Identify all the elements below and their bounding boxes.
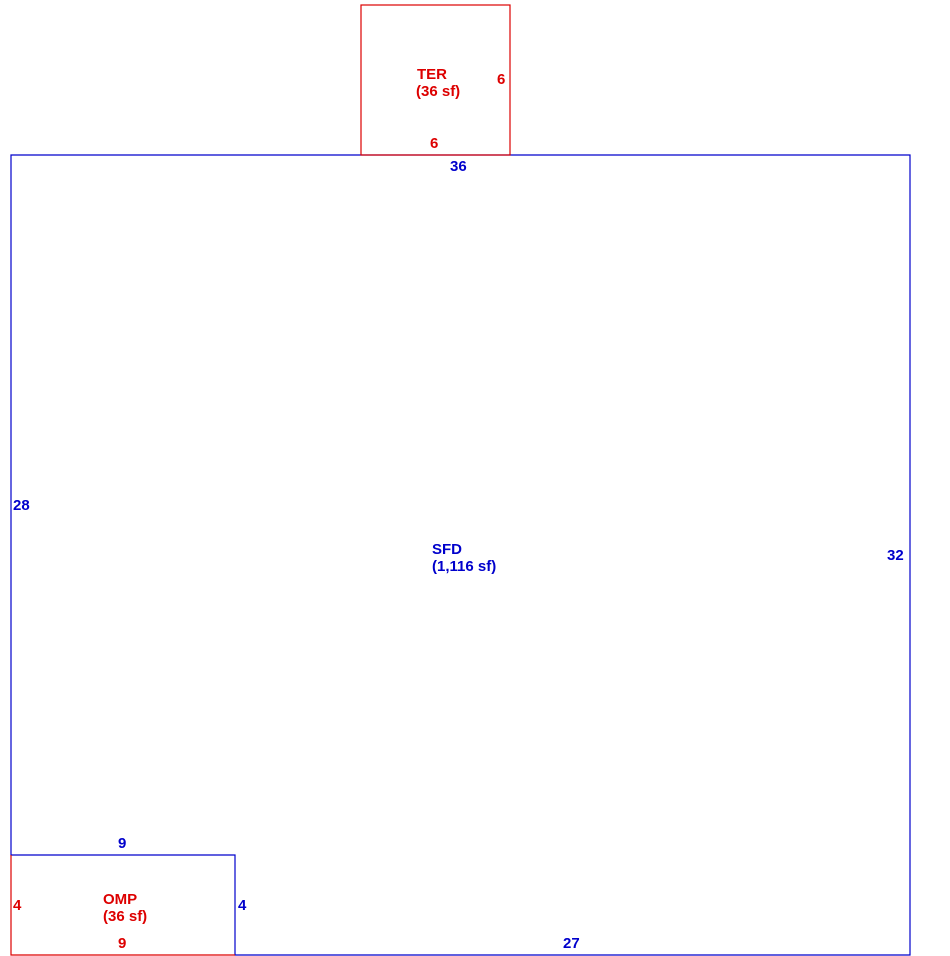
sfd-left-dimension: 28 — [13, 497, 30, 514]
ter-outline — [360, 4, 511, 156]
sfd-area-label: (1,116 sf) — [432, 558, 496, 575]
ter-bottom-dimension: 6 — [430, 135, 438, 152]
sfd-top-dimension: 36 — [450, 158, 467, 175]
omp-left-dimension: 4 — [13, 897, 22, 914]
omp-outline — [10, 855, 235, 956]
omp-code-label: OMP — [103, 891, 137, 908]
sfd-bottom-dimension: 27 — [563, 935, 580, 952]
omp-area-label: (36 sf) — [103, 908, 147, 925]
sfd-right-dimension: 32 — [887, 547, 904, 564]
sfd-step-side-dimension: 4 — [238, 897, 247, 914]
sfd-step-top-dimension: 9 — [118, 835, 126, 852]
ter-code-label: TER — [417, 66, 447, 83]
ter-area-label: (36 sf) — [416, 83, 460, 100]
omp-bottom-dimension: 9 — [118, 935, 126, 952]
ter-side-dimension: 6 — [497, 71, 505, 88]
sfd-code-label: SFD — [432, 541, 462, 558]
